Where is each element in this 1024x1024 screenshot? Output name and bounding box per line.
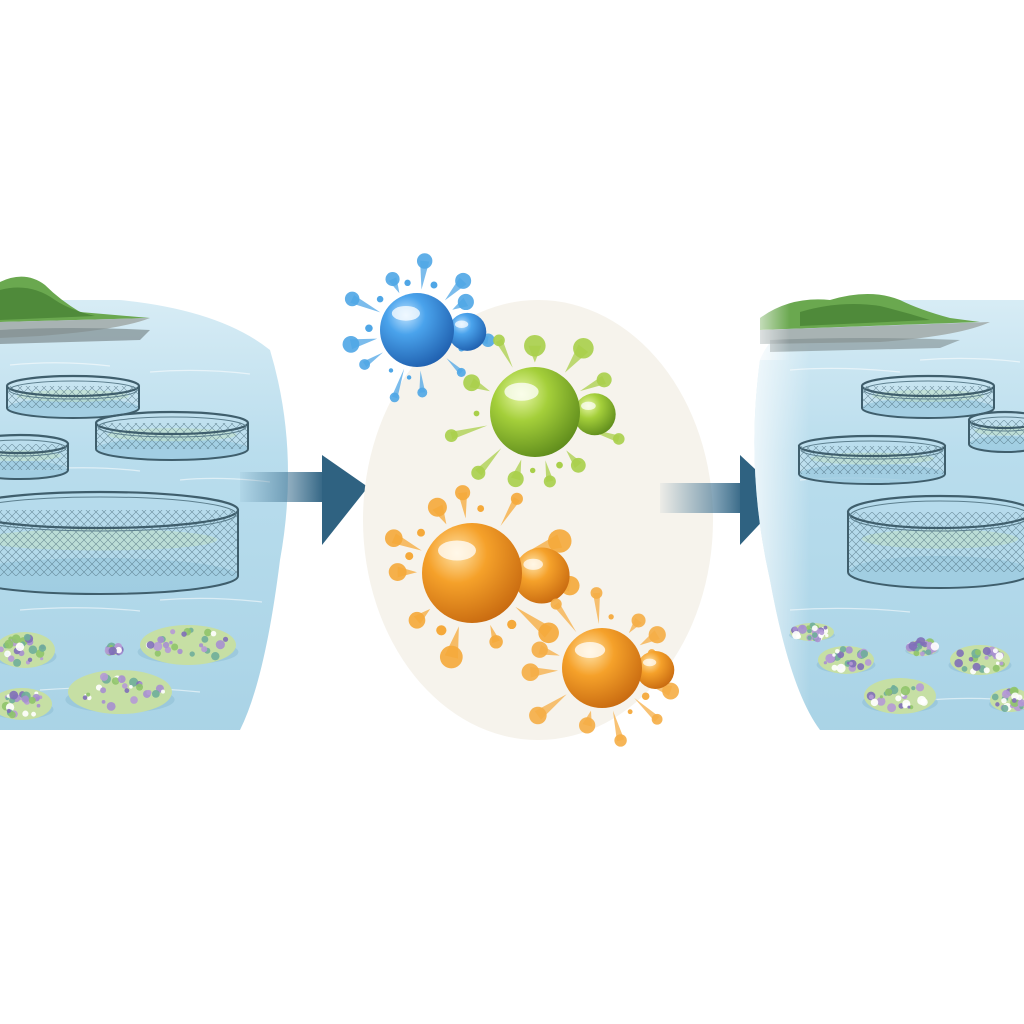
waste-mound-icon xyxy=(137,625,239,665)
island-icon xyxy=(0,276,150,344)
waste-mound-icon xyxy=(862,678,938,714)
fish-cage-icon xyxy=(797,434,947,485)
fish-cages xyxy=(797,374,1024,589)
fish-cage-icon xyxy=(967,410,1024,453)
island-icon xyxy=(740,290,990,360)
treatment-agents xyxy=(342,253,713,747)
fish-cage-icon xyxy=(94,410,250,461)
fish-cages xyxy=(0,374,250,595)
halo-background xyxy=(363,300,713,740)
waste-mound-icon xyxy=(788,622,836,643)
droplet-blob-icon xyxy=(384,485,580,669)
droplet-blob-icon xyxy=(342,253,495,403)
after-farm-scene xyxy=(740,290,1024,730)
fish-cage-icon xyxy=(5,374,141,419)
waste-mounds xyxy=(0,625,239,720)
waste-mound-icon xyxy=(948,645,1012,675)
before-farm-scene xyxy=(0,276,288,730)
fish-cage-icon xyxy=(0,490,240,595)
waste-mound-icon xyxy=(0,632,57,668)
waste-mound-icon xyxy=(989,686,1024,713)
waste-mound-icon xyxy=(65,670,175,714)
waste-mound-icon xyxy=(0,688,54,720)
fish-cage-icon xyxy=(860,374,996,419)
droplet-blob-icon xyxy=(444,334,625,488)
arrow-right-icon xyxy=(240,455,368,545)
waste-mound-icon xyxy=(905,637,940,657)
waste-mound-icon xyxy=(816,646,876,674)
fish-cage-icon xyxy=(846,494,1024,589)
waste-mounds xyxy=(788,622,1024,714)
fish-cage-icon xyxy=(0,433,70,480)
waste-mound-icon xyxy=(104,642,124,656)
droplet-blob-icon xyxy=(521,587,680,747)
droplet-blobs xyxy=(342,253,680,747)
